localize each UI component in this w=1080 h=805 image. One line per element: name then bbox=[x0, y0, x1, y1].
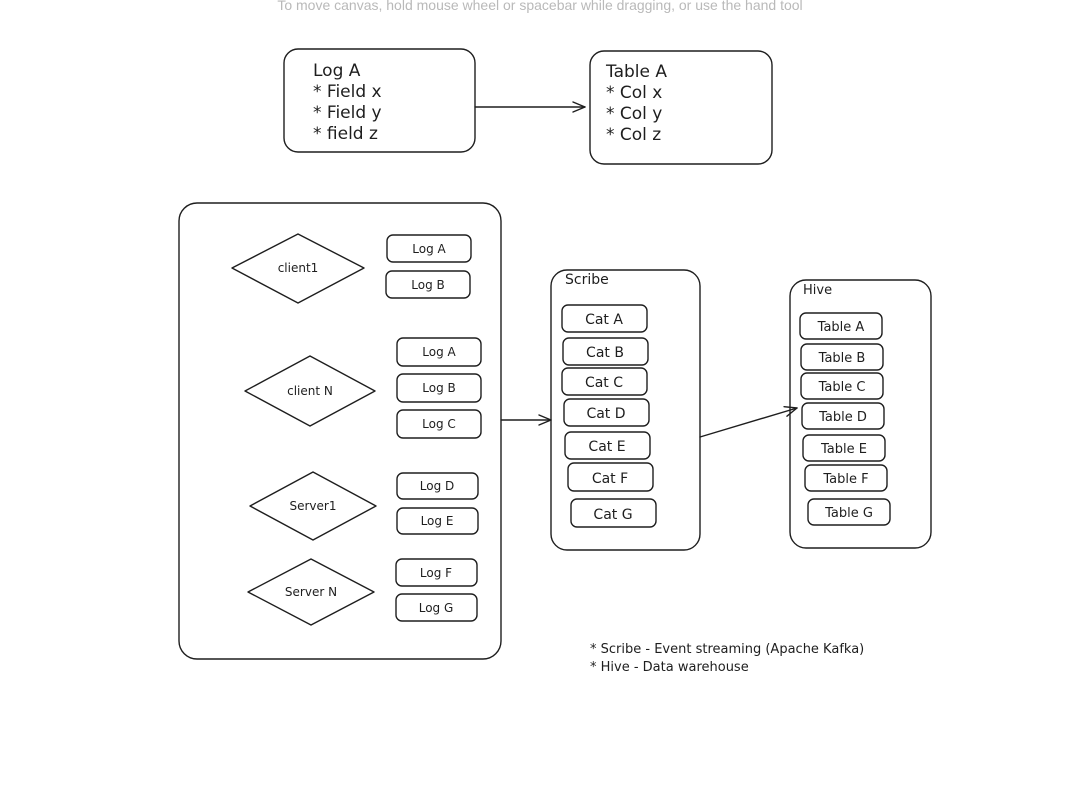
category-box[interactable] bbox=[562, 337, 649, 366]
source-diamond[interactable] bbox=[249, 471, 377, 541]
category-label: Cat B bbox=[586, 345, 624, 361]
log-box[interactable] bbox=[396, 507, 479, 535]
source-diamond[interactable] bbox=[231, 233, 365, 304]
source-label: client N bbox=[287, 384, 333, 398]
note-line: * Scribe - Event streaming (Apache Kafka… bbox=[590, 642, 864, 657]
category-box[interactable] bbox=[563, 398, 650, 427]
category-box[interactable] bbox=[564, 431, 651, 460]
log-box[interactable] bbox=[385, 270, 471, 299]
source-diamond[interactable] bbox=[247, 558, 375, 626]
log-label: Log B bbox=[422, 381, 455, 395]
hive-table-label: Table G bbox=[824, 506, 873, 521]
scribe-to-hive-arrow[interactable] bbox=[699, 405, 798, 438]
sources-container[interactable] bbox=[178, 202, 502, 660]
source-diamond[interactable] bbox=[244, 355, 376, 427]
category-box[interactable] bbox=[570, 498, 657, 528]
log-box[interactable] bbox=[395, 593, 478, 622]
hive-table-label: Table E bbox=[820, 442, 867, 457]
table-schema-box[interactable]: Table A * Col x * Col y * Col z bbox=[589, 50, 773, 165]
hive-table-box[interactable] bbox=[801, 402, 885, 430]
log-label: Log A bbox=[422, 345, 456, 359]
scribe-title: Scribe bbox=[565, 272, 609, 288]
scribe-container[interactable] bbox=[550, 269, 701, 551]
hive-table-label: Table C bbox=[818, 380, 866, 395]
log-label: Log B bbox=[411, 278, 444, 292]
note-line: * Hive - Data warehouse bbox=[590, 660, 749, 675]
hive-container[interactable] bbox=[789, 279, 932, 549]
source-label: client1 bbox=[278, 261, 319, 275]
log-label: Log F bbox=[420, 566, 452, 580]
log-schema-box[interactable]: Log A * Field x * Field y * field z bbox=[283, 48, 476, 153]
category-box[interactable] bbox=[567, 462, 654, 492]
log-label: Log C bbox=[422, 417, 456, 431]
hive-table-box[interactable] bbox=[804, 464, 888, 492]
table-schema-title: Table A bbox=[605, 62, 667, 82]
log-label: Log E bbox=[421, 514, 454, 528]
log-box[interactable] bbox=[395, 558, 478, 587]
category-box[interactable] bbox=[561, 367, 648, 396]
hive-table-box[interactable] bbox=[800, 343, 884, 371]
log-label: Log D bbox=[420, 479, 455, 493]
hive-table-label: Table B bbox=[818, 351, 866, 366]
category-label: Cat C bbox=[585, 375, 623, 391]
hive-table-label: Table A bbox=[817, 320, 865, 335]
log-schema-field: * Field y bbox=[313, 103, 382, 123]
log-box[interactable] bbox=[396, 472, 479, 500]
hive-table-label: Table F bbox=[822, 472, 868, 487]
table-schema-column: * Col x bbox=[606, 83, 662, 103]
log-schema-field: * Field x bbox=[313, 82, 382, 102]
log-box[interactable] bbox=[396, 373, 482, 403]
log-label: Log G bbox=[419, 601, 454, 615]
category-box[interactable] bbox=[561, 304, 648, 333]
log-box[interactable] bbox=[396, 337, 482, 367]
table-schema-column: * Col y bbox=[606, 104, 662, 124]
category-label: Cat G bbox=[593, 507, 632, 523]
category-label: Cat F bbox=[592, 471, 628, 487]
hive-table-box[interactable] bbox=[802, 434, 886, 462]
category-label: Cat A bbox=[585, 312, 623, 328]
category-label: Cat D bbox=[586, 406, 625, 422]
hive-title: Hive bbox=[803, 283, 832, 298]
log-box[interactable] bbox=[386, 234, 472, 263]
hive-table-box[interactable] bbox=[800, 372, 884, 400]
hive-table-label: Table D bbox=[818, 410, 867, 425]
log-schema-title: Log A bbox=[313, 61, 361, 81]
source-label: Server N bbox=[285, 585, 337, 599]
canvas-hint: To move canvas, hold mouse wheel or spac… bbox=[277, 0, 803, 13]
hive-table-box[interactable] bbox=[807, 498, 891, 526]
log-label: Log A bbox=[412, 242, 446, 256]
source-label: Server1 bbox=[290, 499, 337, 513]
category-label: Cat E bbox=[588, 439, 625, 455]
log-box[interactable] bbox=[396, 409, 482, 439]
hive-table-box[interactable] bbox=[799, 312, 883, 340]
table-schema-column: * Col z bbox=[606, 125, 661, 145]
log-schema-field: * field z bbox=[313, 124, 378, 144]
